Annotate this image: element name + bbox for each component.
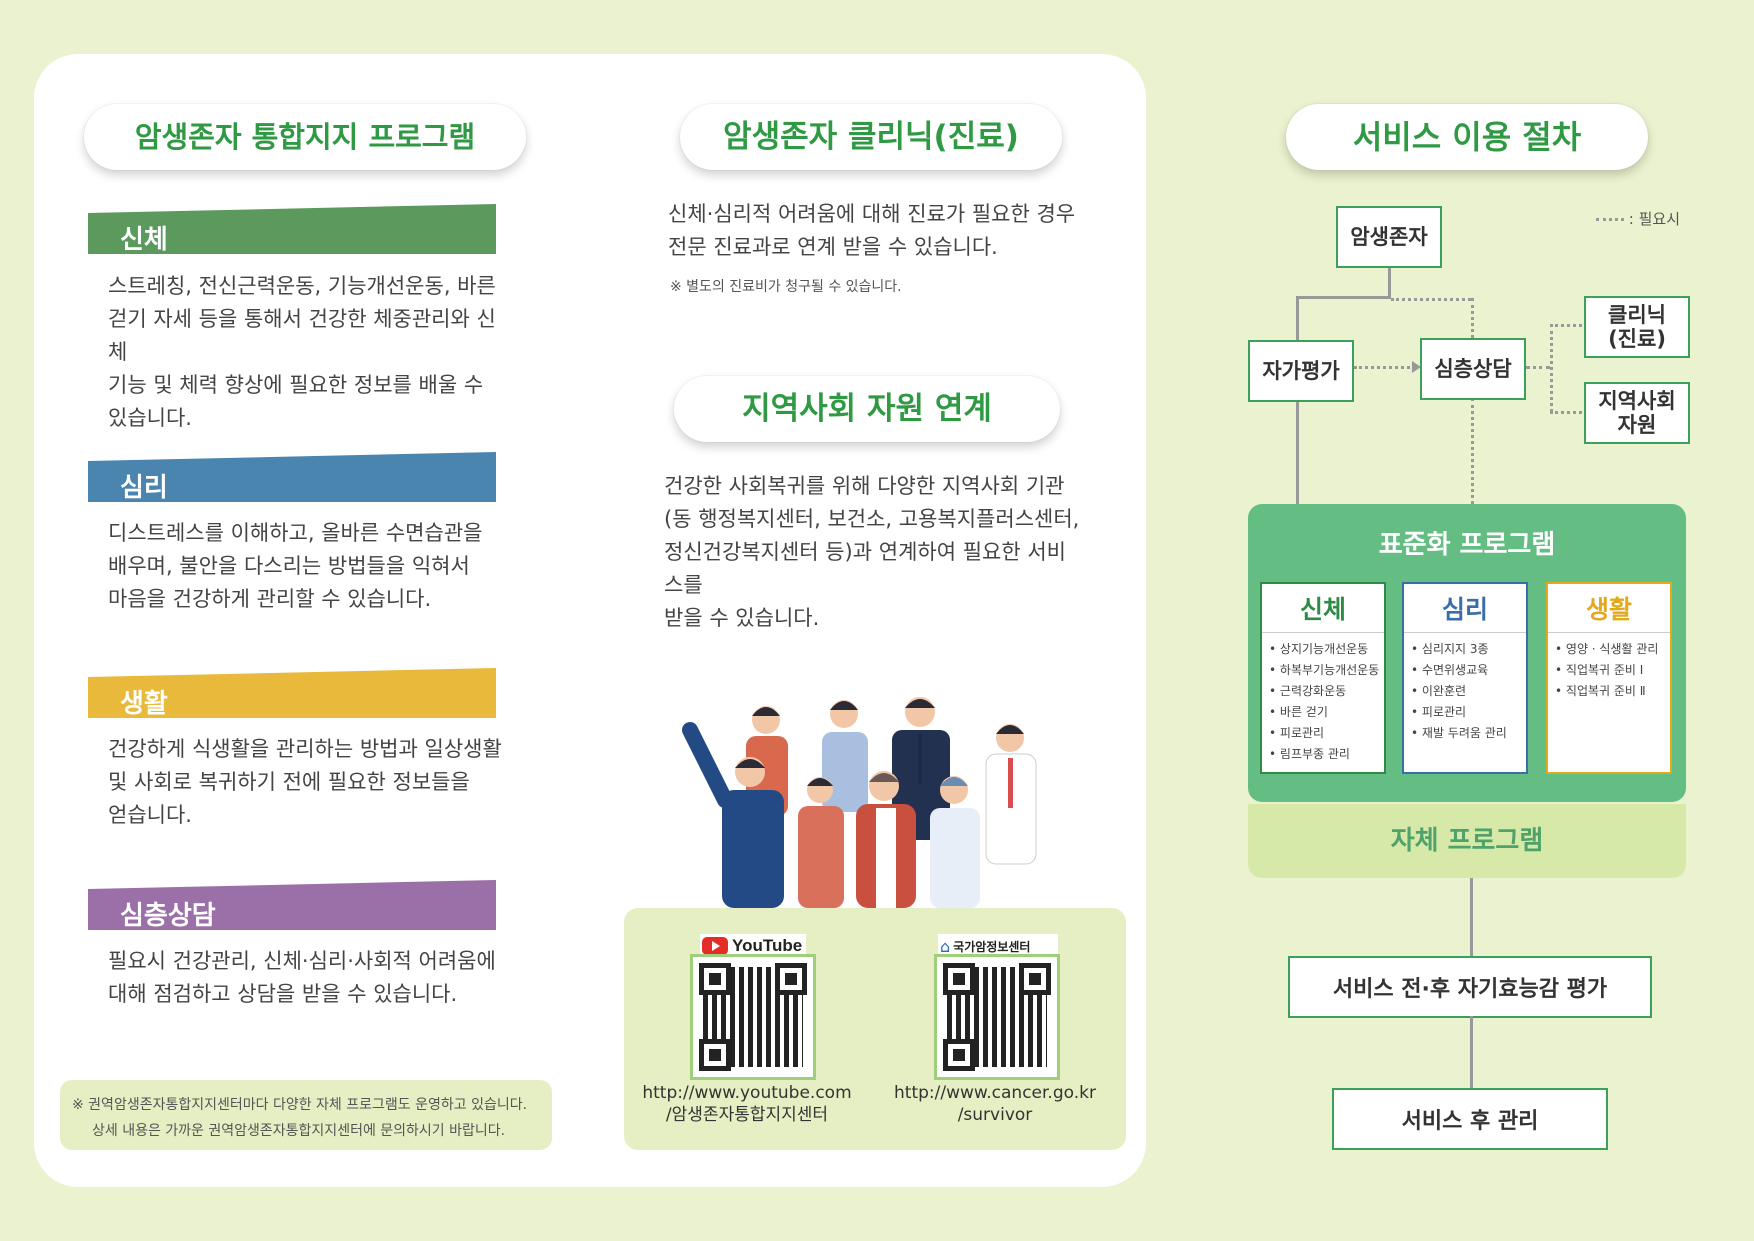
clinic-title: 암생존자 클리닉(진료)	[680, 104, 1062, 170]
people-illustration	[682, 697, 1037, 908]
play-icon	[702, 937, 728, 955]
footnote-box	[60, 1080, 552, 1150]
legend: : 필요시	[1596, 208, 1680, 229]
connector	[1296, 296, 1391, 299]
section-band-psych: 심리	[88, 452, 496, 502]
section-band-counsel: 심층상담	[88, 880, 496, 930]
section-band-physical: 신체	[88, 204, 496, 254]
list-item: 피로관리	[1411, 702, 1526, 723]
list-item: 영양 · 식생활 관리	[1555, 639, 1670, 660]
connector-optional	[1550, 411, 1582, 414]
cancer-center-url[interactable]: http://www.cancer.go.kr /survivor	[894, 1083, 1096, 1125]
qr-code	[934, 954, 1060, 1080]
node-self-eval: 자가평가	[1248, 340, 1354, 402]
qr-brand: 국가암정보센터	[953, 939, 1031, 954]
person-figure	[798, 777, 844, 908]
qr-code	[690, 954, 816, 1080]
cancer-center-qr[interactable]: ⌂ 국가암정보센터	[930, 934, 1060, 1080]
list-item: 이완훈련	[1411, 681, 1526, 702]
section-label: 심리	[120, 473, 168, 503]
procedure-title: 서비스 이용 절차	[1286, 104, 1648, 170]
program-column-physical: 신체 상지기능개선운동 하복부기능개선운동 근력강화운동 바른 걷기 피로관리 …	[1260, 582, 1386, 774]
list-item: 직업복귀 준비 Ⅱ	[1555, 681, 1670, 702]
column-head: 심리	[1404, 584, 1526, 633]
list-item: 림프부종 관리	[1269, 744, 1384, 765]
legend-label: : 필요시	[1628, 210, 1681, 228]
person-figure	[682, 722, 784, 908]
list-item: 직업복귀 준비 Ⅰ	[1555, 660, 1670, 681]
list-item: 재발 두려움 관리	[1411, 723, 1526, 744]
connector-optional	[1526, 366, 1550, 369]
section-text: 건강하게 식생활을 관리하는 방법과 일상생활 및 사회로 복귀하기 전에 필요…	[108, 737, 502, 827]
section-label: 신체	[120, 225, 168, 255]
connector	[1470, 878, 1473, 956]
home-icon: ⌂	[940, 936, 951, 956]
connector-optional	[1391, 298, 1471, 301]
community-title: 지역사회 자원 연계	[674, 376, 1060, 442]
youtube-qr[interactable]: YouTube	[686, 934, 816, 1080]
person-figure	[856, 771, 916, 908]
node-after-care: 서비스 후 관리	[1332, 1088, 1608, 1150]
connector-optional	[1550, 324, 1553, 412]
connector-optional	[1550, 324, 1582, 327]
section-label: 심층상담	[120, 901, 216, 931]
connector	[1470, 1016, 1473, 1088]
connector	[1296, 400, 1299, 504]
own-program-box: 자체 프로그램	[1248, 804, 1686, 878]
qr-brand: YouTube	[732, 936, 803, 955]
section-band-life: 생활	[88, 668, 496, 718]
list-item: 심리지지 3종	[1411, 639, 1526, 660]
section-label: 생활	[120, 689, 168, 719]
section-text: 디스트레스를 이해하고, 올바른 수면습관을 배우며, 불안을 다스리는 방법들…	[108, 521, 483, 611]
list-item: 상지기능개선운동	[1269, 639, 1384, 660]
column-head: 신체	[1262, 584, 1384, 633]
list-item: 피로관리	[1269, 723, 1384, 744]
standard-program-title: 표준화 프로그램	[1378, 530, 1556, 560]
person-figure	[930, 776, 980, 908]
connector-optional	[1471, 298, 1474, 338]
column-head: 생활	[1548, 584, 1670, 633]
program-title: 암생존자 통합지지 프로그램	[84, 104, 526, 170]
connector	[1296, 296, 1299, 340]
program-column-psych: 심리 심리지지 3종 수면위생교육 이완훈련 피로관리 재발 두려움 관리	[1402, 582, 1528, 774]
clinic-note: ※ 별도의 진료비가 청구될 수 있습니다.	[670, 279, 902, 295]
connector-optional	[1471, 398, 1474, 504]
footnote-line-1: ※ 권역암생존자통합지지센터마다 다양한 자체 프로그램도 운영하고 있습니다.	[72, 1097, 528, 1113]
arrow-head	[1412, 361, 1421, 373]
connector-optional	[1354, 366, 1416, 369]
list-item: 근력강화운동	[1269, 681, 1384, 702]
node-clinic: 클리닉 (진료)	[1584, 296, 1690, 358]
connector	[1388, 266, 1391, 296]
list-item: 바른 걷기	[1269, 702, 1384, 723]
node-community: 지역사회 자원	[1584, 382, 1690, 444]
footnote-line-2: 상세 내용은 가까운 권역암생존자통합지지센터에 문의하시기 바랍니다.	[92, 1123, 506, 1139]
list-item: 하복부기능개선운동	[1269, 660, 1384, 681]
youtube-url[interactable]: http://www.youtube.com /암생존자통합지지센터	[642, 1083, 852, 1125]
section-text: 스트레칭, 전신근력운동, 기능개선운동, 바른 걷기 자세 등을 통해서 건강…	[108, 274, 496, 430]
person-figure	[985, 724, 1037, 865]
program-column-life: 생활 영양 · 식생활 관리 직업복귀 준비 Ⅰ 직업복귀 준비 Ⅱ	[1546, 582, 1672, 774]
node-self-efficacy-eval: 서비스 전·후 자기효능감 평가	[1288, 956, 1652, 1018]
community-text: 건강한 사회복귀를 위해 다양한 지역사회 기관 (동 행정복지센터, 보건소,…	[664, 474, 1080, 630]
list-item: 수면위생교육	[1411, 660, 1526, 681]
node-counsel: 심층상담	[1420, 338, 1526, 400]
person-figure	[822, 700, 868, 812]
node-survivor: 암생존자	[1336, 206, 1442, 268]
section-text: 필요시 건강관리, 신체·심리·사회적 어려움에 대해 점검하고 상담을 받을 …	[108, 949, 496, 1006]
clinic-text: 신체·심리적 어려움에 대해 진료가 필요한 경우 전문 진료과로 연계 받을 …	[668, 202, 1076, 259]
